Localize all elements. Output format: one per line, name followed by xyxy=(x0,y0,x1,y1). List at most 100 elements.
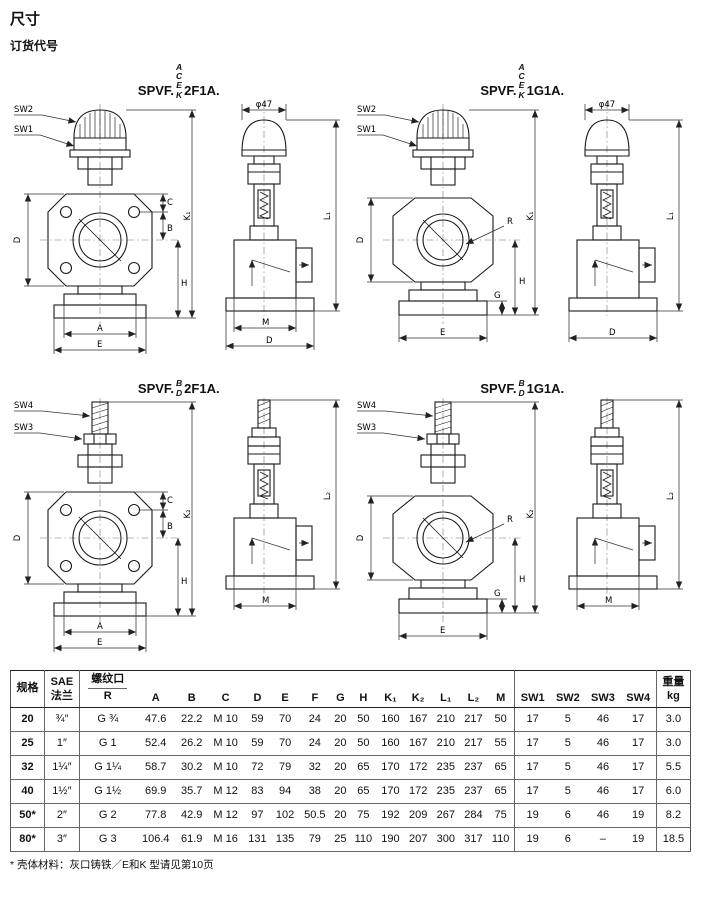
cell-dim: 50.5 xyxy=(298,803,331,828)
label-sw1: SW1 xyxy=(357,125,376,135)
dim-label-d: D xyxy=(356,534,366,541)
adjusting-spindle xyxy=(426,401,460,456)
cell-dim: 69.9 xyxy=(135,779,176,804)
col-header-g: G xyxy=(330,670,351,708)
cell-dim: 79 xyxy=(271,755,299,780)
cell-dim: M 10 xyxy=(207,731,244,756)
code-suffix: 2F1A. xyxy=(184,83,220,98)
cell-thread: G 1 xyxy=(78,731,136,756)
cell-sae: 1¼″ xyxy=(43,755,80,780)
dim-label-c: C xyxy=(167,198,173,208)
dim-d xyxy=(367,197,414,283)
cell-weight: 3.0 xyxy=(655,731,691,756)
cell-sw: 17 xyxy=(514,779,551,804)
table-row: 32 1¼″ G 1¼ 58.7 30.2 M 10 72 79 32 20 6… xyxy=(10,755,691,780)
cell-dim: 75 xyxy=(487,803,515,828)
valve-body xyxy=(247,445,281,519)
valve-body xyxy=(590,445,624,519)
cell-dim: 172 xyxy=(404,779,432,804)
model-code-2f1a-bd: SPVF. B D 2F1A. xyxy=(10,366,348,397)
dim-label-d: D xyxy=(609,328,616,338)
code-variant-stack: A C E K xyxy=(176,61,183,100)
cell-dim: 160 xyxy=(376,731,405,756)
valve-housing xyxy=(568,239,658,312)
dim-label-c: C xyxy=(167,496,173,506)
adjusting-spindle xyxy=(83,401,117,456)
leader-r: R xyxy=(466,217,513,245)
diagram-group-2f1a-bd: SPVF. B D 2F1A. xyxy=(10,366,348,660)
valve-cap xyxy=(584,119,630,157)
leader-sw2: SW2 xyxy=(357,105,420,124)
dim-label-e: E xyxy=(97,638,102,648)
cell-dim: 75 xyxy=(350,803,377,828)
dim-label-e: E xyxy=(440,328,445,338)
cell-dim: 207 xyxy=(404,827,432,852)
dim-phi47 xyxy=(241,104,287,120)
code-suffix: 2F1A. xyxy=(184,381,220,396)
cell-dim: 131 xyxy=(243,827,272,852)
cell-size: 32 xyxy=(10,755,45,780)
dim-label-d: D xyxy=(356,236,366,243)
cell-dim: 210 xyxy=(431,731,460,756)
cell-dim: 50 xyxy=(487,707,515,732)
cell-sw: 17 xyxy=(514,707,551,732)
cell-dim: 59 xyxy=(243,707,272,732)
cell-dim: 237 xyxy=(459,755,488,780)
label-sw4: SW4 xyxy=(357,401,376,411)
code-variant-stack: B D xyxy=(518,378,524,398)
flow-arrows xyxy=(592,259,653,286)
table-row: 80* 3″ G 3 106.4 61.9 M 16 131 135 79 25… xyxy=(10,827,691,852)
cell-size: 20 xyxy=(10,707,45,732)
cell-dim: 317 xyxy=(459,827,488,852)
valve-bonnet xyxy=(420,454,466,484)
cell-dim: 284 xyxy=(459,803,488,828)
cell-dim: 65 xyxy=(350,779,377,804)
dim-label-l2: L₂ xyxy=(666,492,676,500)
dim-k1 xyxy=(125,109,196,318)
footnote: * 壳体材料：灰口铸铁／E和K 型请见第10页 xyxy=(10,858,214,871)
code-prefix: SPVF. xyxy=(137,83,175,98)
cell-sw: 5 xyxy=(550,731,586,756)
side-view-drawing-1g1a-cap: φ47 xyxy=(568,100,684,342)
diagram-group-1g1a-bd: SPVF. B D 1G1A. xyxy=(354,366,692,660)
dim-a xyxy=(63,305,137,338)
cell-dim: 235 xyxy=(431,755,460,780)
dim-label-phi47: φ47 xyxy=(256,100,272,110)
dim-label-h: H xyxy=(181,279,187,289)
cell-sw: 46 xyxy=(585,755,621,780)
cell-thread: G ¾ xyxy=(78,707,136,732)
col-header-k1: K₁ xyxy=(376,670,405,708)
cell-dim: 237 xyxy=(459,779,488,804)
col-header-l2: L₂ xyxy=(459,670,488,708)
dim-d xyxy=(23,193,64,287)
dim-label-l1: L₁ xyxy=(323,212,333,220)
cell-dim: 170 xyxy=(376,755,405,780)
leader-sw2: SW2 xyxy=(13,105,76,124)
cell-size: 50* xyxy=(10,803,45,828)
leader-sw1: SW1 xyxy=(357,125,418,147)
centerlines xyxy=(383,398,524,622)
cell-dim: 38 xyxy=(298,779,331,804)
flow-arrows xyxy=(248,259,309,286)
diagram-group-1g1a-ace: SPVF. A C E K 1G1A. xyxy=(354,54,692,362)
model-code-2f1a-ace: SPVF. A C E K 2F1A. xyxy=(10,54,348,100)
views-2f1a-bd: SW4 SW3 D A xyxy=(10,396,348,660)
variant-letter: K xyxy=(518,89,525,100)
cell-sw: 19 xyxy=(620,803,657,828)
col-header-f: F xyxy=(298,670,331,708)
cell-sw: 6 xyxy=(550,803,586,828)
valve-cap xyxy=(69,109,131,158)
variant-letter: A xyxy=(176,61,183,72)
valve-base xyxy=(53,285,147,319)
cell-dim: 20 xyxy=(330,803,351,828)
cell-sae: 3″ xyxy=(43,827,80,852)
valve-bonnet xyxy=(420,156,466,186)
cell-size: 80* xyxy=(10,827,45,852)
dim-e xyxy=(53,616,147,652)
dim-g xyxy=(487,598,508,613)
cell-dim: M 12 xyxy=(207,803,244,828)
cell-weight: 5.5 xyxy=(655,755,691,780)
valve-housing xyxy=(568,517,658,590)
